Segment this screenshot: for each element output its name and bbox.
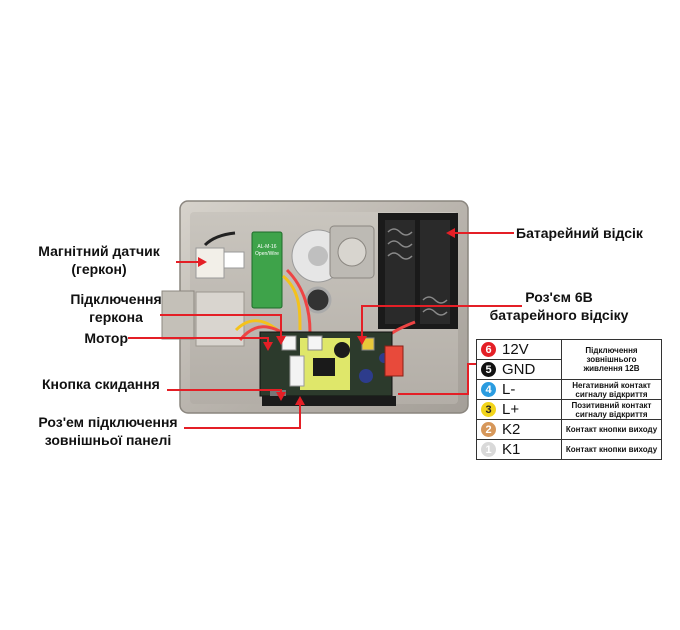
pin-number-badge: 4	[481, 382, 496, 397]
pointer-arrowheads	[198, 228, 455, 405]
module-text-1: AL-M-16	[257, 244, 276, 250]
pin-row: 2 K2 Контакт кнопки виходу	[476, 419, 662, 440]
label-battery-connector: Роз'єм 6В батарейного відсіку	[484, 288, 634, 324]
buzzer	[334, 342, 350, 358]
label-reed-connection-line2: геркона	[89, 309, 143, 325]
pin-number-badge: 2	[481, 422, 496, 437]
pin-name: 12V	[502, 341, 529, 358]
label-panel-connector-line2: зовнішньої панелі	[44, 432, 172, 448]
pointer-battery-connector	[361, 305, 522, 340]
pin-row: 1 K1 Контакт кнопки виходу	[476, 439, 662, 460]
label-battery-connector-line2: батарейного відсіку	[489, 307, 629, 323]
pin-name: K1	[502, 441, 521, 458]
pin-number-badge: 1	[481, 442, 496, 457]
label-panel-connector: Роз'ем підключення зовнішньої панелі	[28, 413, 188, 449]
pin-row: 5 GND	[476, 359, 662, 380]
label-reed-connection-line1: Підключення	[70, 291, 162, 307]
reed-switch	[195, 247, 225, 279]
label-battery-compartment: Батарейний відсік	[516, 225, 643, 241]
pin-name: L-	[502, 381, 516, 398]
pin-name: GND	[502, 361, 536, 378]
pin-description: Контакт кнопки виходу	[561, 419, 662, 440]
label-reed-sensor: Магнітний датчик (геркон)	[14, 242, 184, 278]
pin-number-badge: 6	[481, 342, 496, 357]
battery-connector-part	[384, 345, 404, 377]
pin-name: K2	[502, 421, 521, 438]
label-reset-button: Кнопка скидання	[42, 376, 160, 392]
module-text-2: Open/Wire	[255, 251, 279, 257]
pin-number-badge: 5	[481, 362, 496, 377]
pin-number-badge: 3	[481, 402, 496, 417]
label-reed-connection: Підключення геркона	[46, 290, 186, 326]
label-battery-connector-line1: Роз'єм 6В	[525, 289, 593, 305]
label-motor: Мотор	[84, 330, 128, 346]
label-reed-sensor-line1: Магнітний датчик	[38, 243, 160, 259]
label-reed-sensor-line2: (геркон)	[71, 261, 127, 277]
reed-board	[251, 231, 283, 309]
pointer-panel-connector	[184, 400, 301, 429]
shaft-hole	[304, 286, 332, 314]
pin-name: L+	[502, 401, 520, 418]
label-panel-connector-line1: Роз'ем підключення	[38, 414, 178, 430]
pin-description: Контакт кнопки виходу	[561, 439, 662, 460]
pointer-pin-table	[398, 363, 476, 395]
pointer-reed-connection	[160, 314, 282, 340]
